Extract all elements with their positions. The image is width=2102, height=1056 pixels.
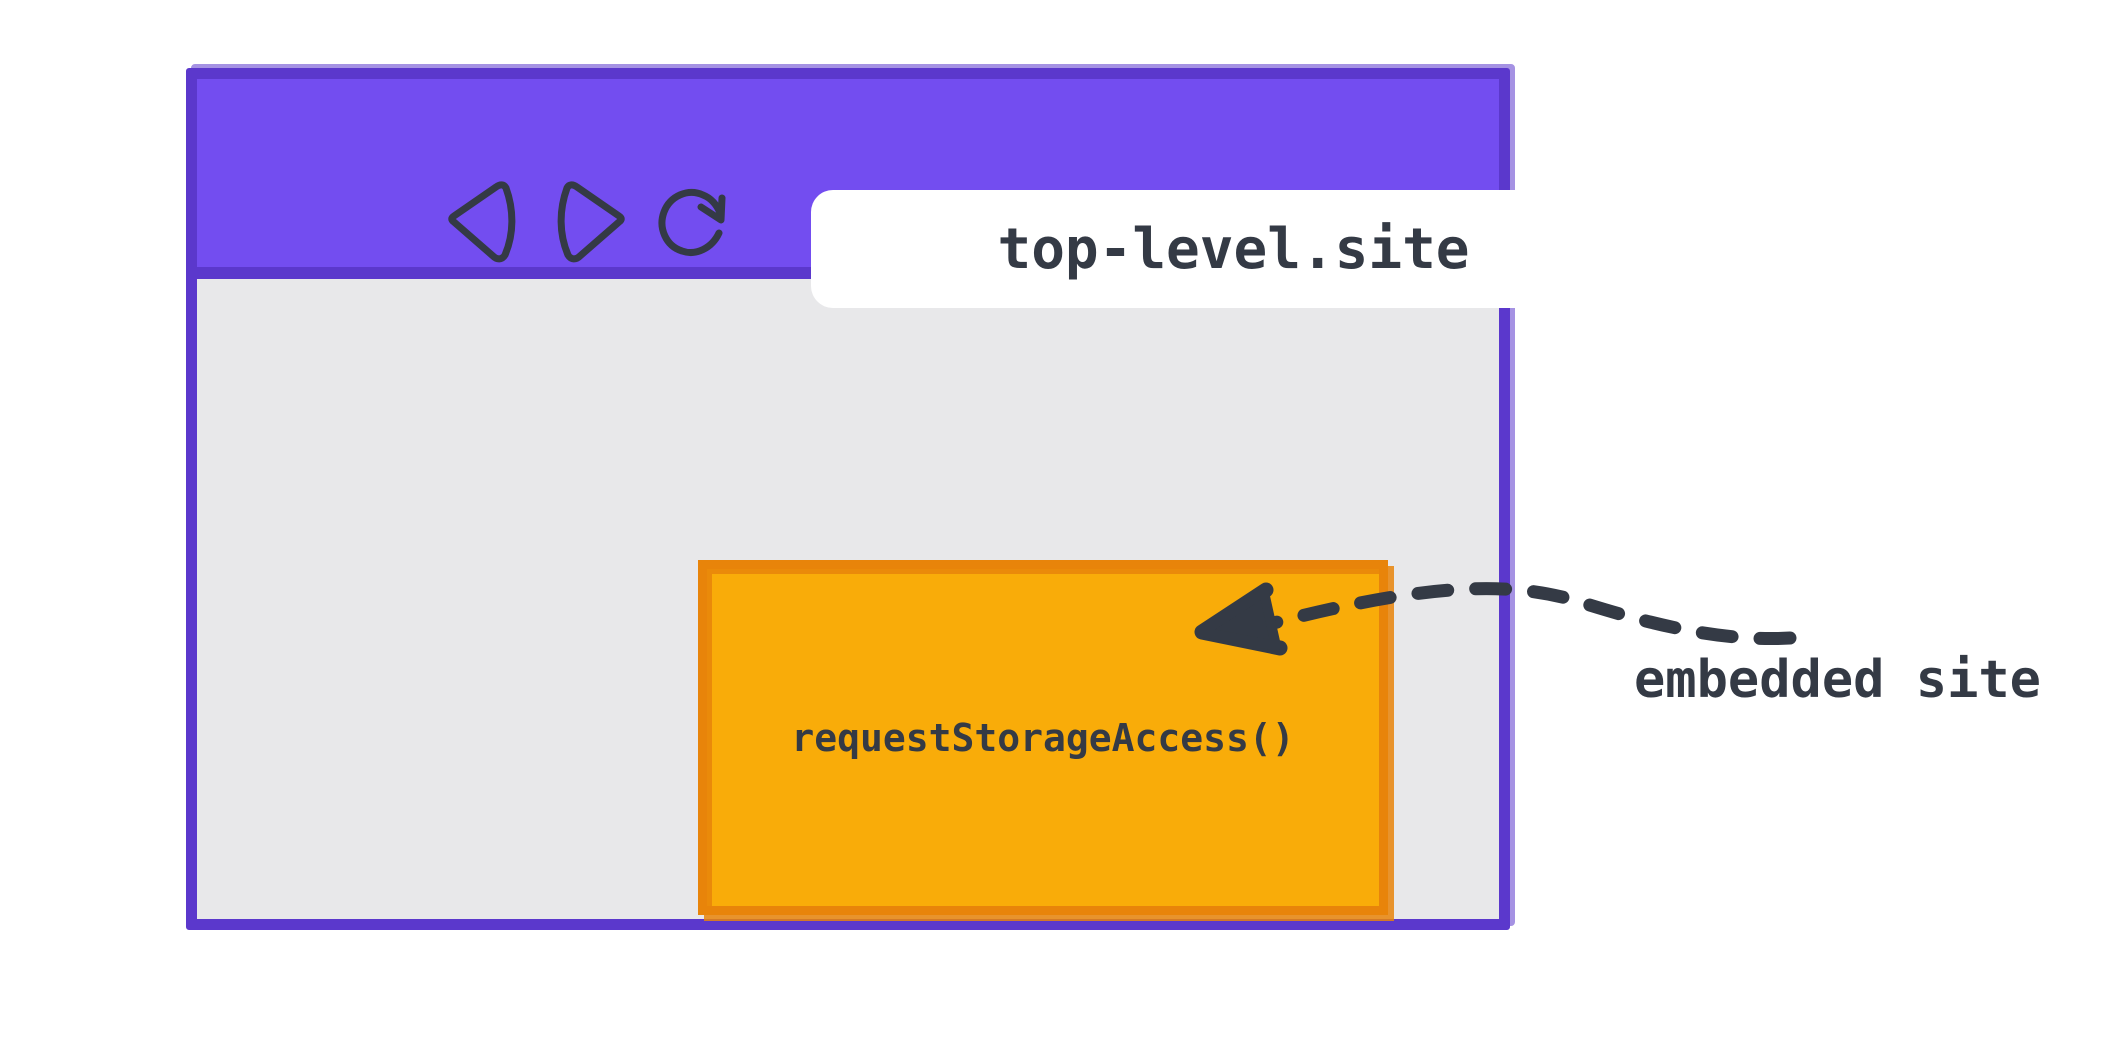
- browser-nav-controls: [444, 176, 794, 266]
- embedded-site-frame[interactable]: requestStorageAccess(): [698, 560, 1394, 921]
- url-text: top-level.site: [997, 216, 1470, 282]
- forward-icon[interactable]: [551, 176, 629, 266]
- request-storage-access-label: requestStorageAccess(): [791, 715, 1295, 760]
- browser-window: top-level.site requestStorageAccess(): [186, 64, 1656, 930]
- embedded-site-annotation-label: embedded site: [1634, 650, 2041, 710]
- url-bar[interactable]: top-level.site: [811, 190, 1656, 308]
- reload-icon[interactable]: [656, 176, 734, 266]
- back-icon[interactable]: [444, 176, 522, 266]
- browser-window-frame: [186, 68, 1510, 930]
